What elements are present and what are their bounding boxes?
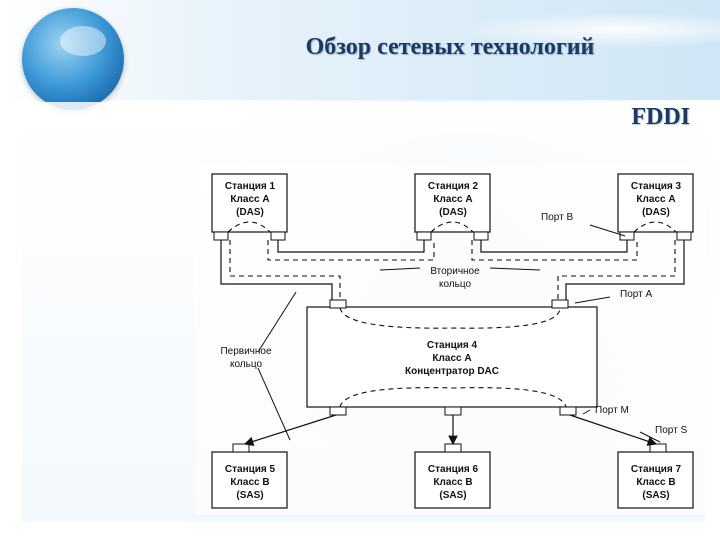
station-1-box xyxy=(211,173,288,233)
station-4-line-3: Концентратор DAC xyxy=(405,366,499,377)
primary-ring xyxy=(220,240,685,447)
port-m-label: Порт M xyxy=(595,405,629,416)
station-6-line-1: Станция 6 xyxy=(428,464,479,475)
station-1-line-1: Станция 1 xyxy=(225,181,276,192)
leader-lines xyxy=(257,224,661,443)
station-1-line-2: Класс A xyxy=(230,194,269,205)
slide-subtitle: FDDI xyxy=(631,104,690,130)
station-5-line-1: Станция 5 xyxy=(225,464,276,475)
port-s-label: Порт S xyxy=(655,425,687,436)
station-3-line-2: Класс A xyxy=(636,194,675,205)
ports-top xyxy=(213,231,692,453)
station-4-line-2: Класс A xyxy=(432,353,471,364)
station-7-box xyxy=(617,451,694,509)
station-2-line-1: Станция 2 xyxy=(428,181,479,192)
station-2-line-2: Класс A xyxy=(433,194,472,205)
port-b-label: Порт B xyxy=(541,212,573,223)
station-3-line-1: Станция 3 xyxy=(631,181,682,192)
primary-ring-label-1: Первичное xyxy=(220,346,272,357)
secondary-ring xyxy=(227,221,677,408)
station-7-line-1: Станция 7 xyxy=(631,464,682,475)
station-1-line-3: (DAS) xyxy=(236,207,264,218)
slide-title: Обзор сетевых технологий xyxy=(305,34,595,60)
station-7-line-2: Класс B xyxy=(636,477,675,488)
station-7-line-3: (SAS) xyxy=(642,490,669,501)
station-4-line-1: Станция 4 xyxy=(427,340,478,351)
station-2-line-3: (DAS) xyxy=(439,207,467,218)
globe-shine xyxy=(60,26,106,56)
station-5-line-2: Класс B xyxy=(230,477,269,488)
station-3-line-3: (DAS) xyxy=(642,207,670,218)
station-6-line-3: (SAS) xyxy=(439,490,466,501)
port-a-label: Порт A xyxy=(620,289,652,300)
station-3-box xyxy=(617,173,694,233)
station-5-box xyxy=(211,451,288,509)
station-2-box xyxy=(414,173,491,233)
station-6-box xyxy=(414,451,491,509)
globe-icon xyxy=(22,8,124,110)
station-4-box xyxy=(306,306,598,408)
station-6-line-2: Класс B xyxy=(433,477,472,488)
station-5-line-3: (SAS) xyxy=(236,490,263,501)
primary-ring-label-2: кольцо xyxy=(230,359,262,370)
secondary-ring-label-1: Вторичное xyxy=(430,266,480,277)
secondary-ring-label-2: кольцо xyxy=(439,279,471,290)
